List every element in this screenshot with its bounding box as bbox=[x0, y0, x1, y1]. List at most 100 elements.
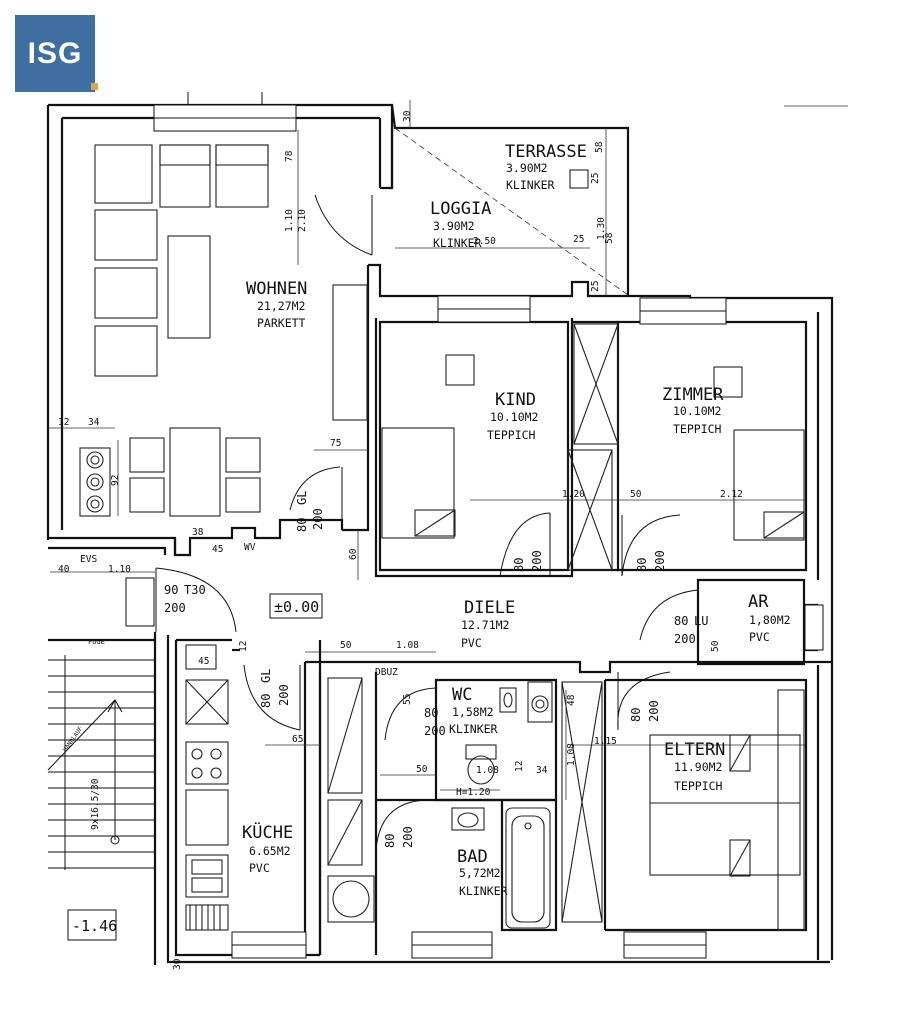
door-entry-height: 200 bbox=[164, 601, 186, 615]
dim-30: 30 bbox=[402, 110, 413, 122]
door-wohnen-type: GL bbox=[295, 491, 309, 505]
room-bad-area: 5,72M2 bbox=[459, 866, 501, 880]
label-evs: EVS bbox=[80, 554, 97, 565]
dim-212: 2.12 bbox=[720, 489, 743, 500]
level-main: ±0.00 bbox=[274, 598, 319, 616]
dim-45b: 45 bbox=[198, 656, 209, 667]
dim-30b: 30 bbox=[172, 958, 183, 970]
room-ar-name: AR bbox=[748, 592, 769, 612]
room-ar-floor: PVC bbox=[749, 630, 770, 644]
room-eltern-area: 11.90M2 bbox=[674, 760, 722, 774]
label-wv: WV bbox=[244, 542, 256, 553]
door-wohnen-height: 200 bbox=[311, 508, 325, 530]
dim-65: 65 bbox=[292, 734, 303, 745]
dim-25: 25 bbox=[590, 173, 601, 184]
room-kind-area: 10.10M2 bbox=[490, 410, 538, 424]
room-bad-floor: KLINKER bbox=[459, 884, 508, 898]
dim-50c: 50 bbox=[416, 764, 428, 775]
room-eltern-floor: TEPPICH bbox=[674, 779, 723, 793]
logo-accent-dot bbox=[91, 83, 98, 90]
door-zimmer-height: 200 bbox=[653, 550, 667, 572]
isg-logo: ISG bbox=[15, 15, 98, 92]
room-wc-area: 1,58M2 bbox=[452, 705, 494, 719]
dim-34b: 34 bbox=[536, 765, 548, 776]
dim-120: 1.20 bbox=[562, 489, 585, 500]
room-kueche-name: KÜCHE bbox=[242, 821, 293, 843]
dim-50b: 50 bbox=[340, 640, 352, 651]
dim-45: 45 bbox=[212, 544, 223, 555]
dim-115: 1.15 bbox=[594, 736, 617, 747]
room-zimmer-area: 10.10M2 bbox=[673, 404, 721, 418]
dim-50: 50 bbox=[630, 489, 642, 500]
door-wc-height: 200 bbox=[424, 724, 446, 738]
room-loggia-name: LOGGIA bbox=[430, 199, 491, 219]
dim-75: 75 bbox=[330, 438, 341, 449]
dim-78: 78 bbox=[284, 150, 295, 162]
door-kueche-type: GL bbox=[259, 669, 273, 683]
stairs bbox=[47, 655, 155, 941]
room-terrasse-name: TERRASSE bbox=[505, 142, 587, 162]
room-diele-name: DIELE bbox=[464, 598, 515, 618]
door-ar-width: 80 bbox=[674, 614, 688, 628]
door-wc-width: 80 bbox=[424, 706, 438, 720]
room-kueche-area: 6.65M2 bbox=[249, 844, 291, 858]
door-bad-height: 200 bbox=[401, 826, 415, 848]
label-fuge: FUGE bbox=[88, 638, 105, 646]
room-kind-name: KIND bbox=[495, 390, 536, 410]
door-entry-type: T30 bbox=[184, 583, 206, 597]
dim-110b: 1.10 bbox=[108, 564, 131, 575]
dim-60: 60 bbox=[348, 548, 359, 560]
room-diele-area: 12.71M2 bbox=[461, 618, 509, 632]
label-stair-steps: 9x16.5/30 bbox=[90, 778, 101, 830]
door-kueche-width: 80 bbox=[259, 694, 273, 708]
room-bad-name: BAD bbox=[457, 847, 488, 867]
door-kind-height: 200 bbox=[530, 550, 544, 572]
room-wc-floor: KLINKER bbox=[449, 722, 498, 736]
dimension-lines bbox=[48, 100, 848, 800]
room-wohnen-area: 21,27M2 bbox=[257, 299, 305, 313]
room-zimmer-name: ZIMMER bbox=[662, 385, 724, 405]
dim-25b: 25 bbox=[573, 234, 584, 245]
dim-34: 34 bbox=[88, 417, 100, 428]
door-swings bbox=[155, 194, 699, 860]
dim-108b: 1.08 bbox=[476, 765, 499, 776]
door-kind-width: 80 bbox=[512, 558, 526, 572]
dim-48: 48 bbox=[566, 694, 577, 706]
logo-text: ISG bbox=[27, 36, 83, 70]
door-zimmer-width: 80 bbox=[635, 558, 649, 572]
dimension-labels: 30 58 25 78 1.10 2.10 2.50 25 1.30 58 25… bbox=[58, 110, 743, 970]
room-wohnen-name: WOHNEN bbox=[246, 279, 307, 299]
door-ar-type: LU bbox=[694, 614, 708, 628]
room-loggia-area: 3.90M2 bbox=[433, 219, 475, 233]
door-entry-width: 90 bbox=[164, 583, 178, 597]
room-labels: TERRASSE 3.90M2 KLINKER LOGGIA 3.90M2 KL… bbox=[242, 142, 791, 898]
room-kind-floor: TEPPICH bbox=[487, 428, 536, 442]
room-terrasse-area: 3.90M2 bbox=[506, 161, 548, 175]
windows bbox=[153, 92, 824, 959]
room-kueche-floor: PVC bbox=[249, 861, 270, 875]
dim-12c: 12 bbox=[514, 761, 525, 772]
dim-50d: 50 bbox=[710, 640, 721, 652]
dim-58: 58 bbox=[594, 141, 605, 153]
room-loggia-floor: KLINKER bbox=[433, 236, 482, 250]
room-terrasse-floor: KLINKER bbox=[506, 178, 555, 192]
door-eltern-width: 80 bbox=[629, 708, 643, 722]
level-stair: -1.46 bbox=[72, 917, 117, 935]
door-ar-height: 200 bbox=[674, 632, 696, 646]
dim-55: 55 bbox=[402, 694, 413, 705]
room-zimmer-floor: TEPPICH bbox=[673, 422, 722, 436]
dim-130: 1.30 bbox=[596, 217, 607, 240]
dim-12: 12 bbox=[58, 417, 69, 428]
dim-108: 1.08 bbox=[396, 640, 419, 651]
door-wohnen-width: 80 bbox=[295, 518, 309, 532]
dim-40: 40 bbox=[58, 564, 70, 575]
label-dbuz: DBUZ bbox=[375, 667, 398, 678]
dim-12b: 12 bbox=[238, 641, 249, 652]
dim-250: 2.50 bbox=[473, 236, 496, 247]
dim-108c: 1.08 bbox=[566, 743, 577, 766]
room-ar-area: 1,80M2 bbox=[749, 613, 791, 627]
furniture bbox=[79, 144, 805, 931]
door-bad-width: 80 bbox=[383, 834, 397, 848]
room-wc-name: WC bbox=[452, 685, 472, 705]
